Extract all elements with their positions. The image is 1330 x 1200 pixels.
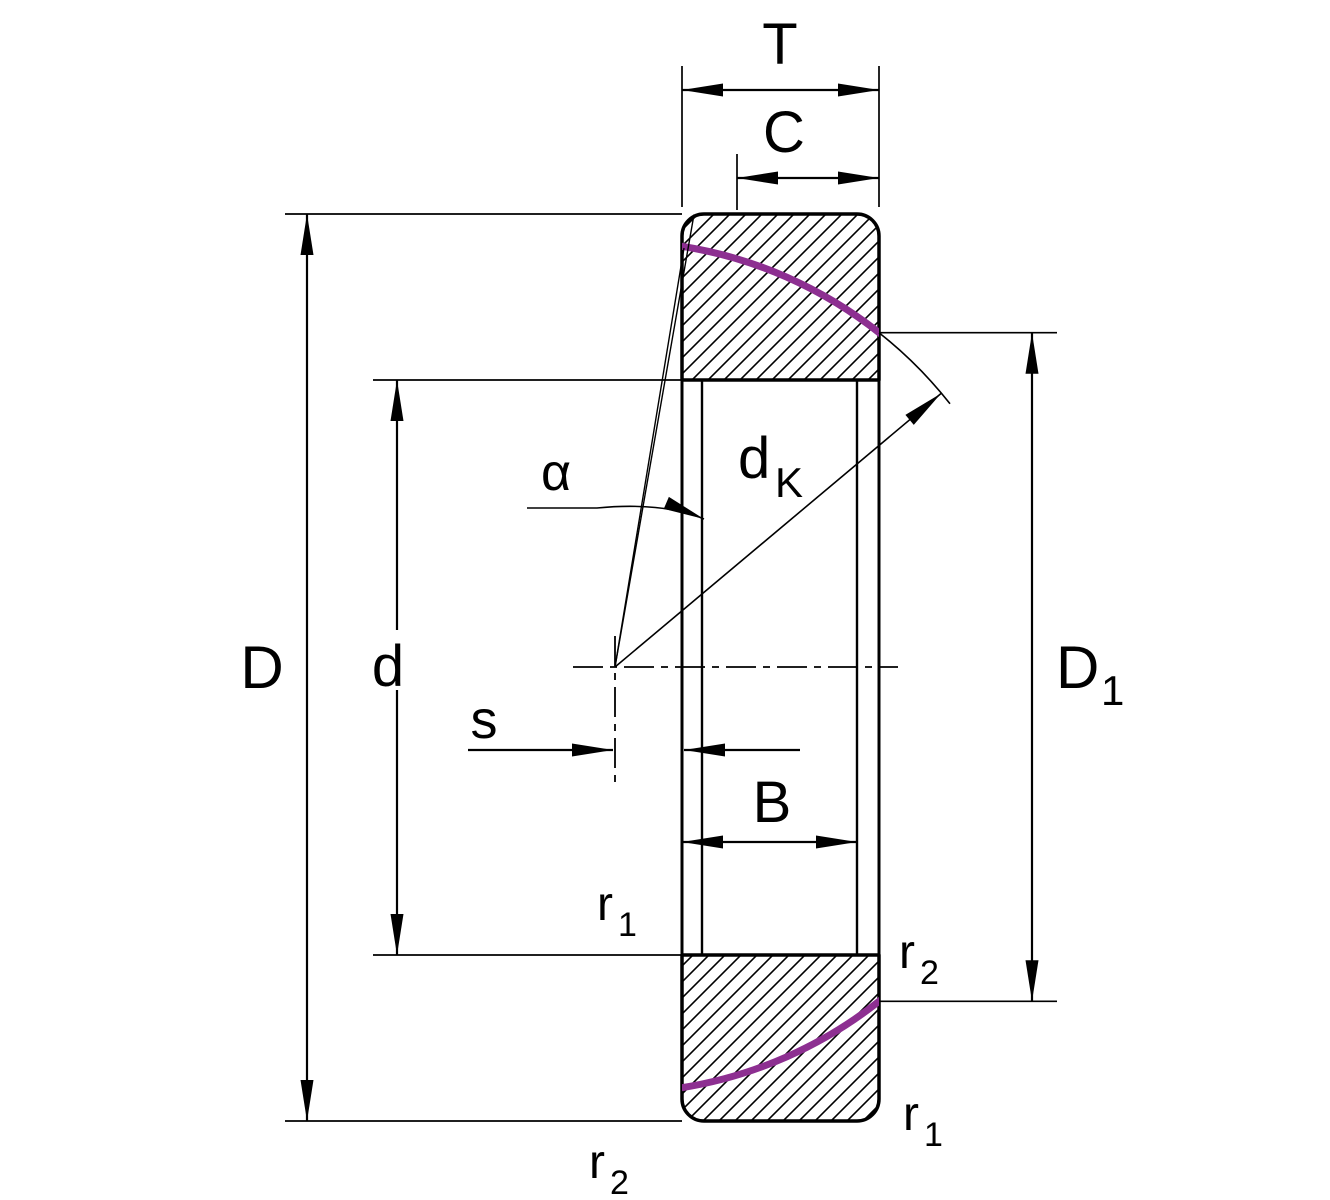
- label-backing-d: [362, 630, 414, 690]
- dim-label-r2-right-sub: 2: [920, 954, 939, 992]
- sliding-surface-upper: [682, 242, 879, 340]
- dim-arc-alpha: [527, 496, 705, 520]
- dim-label-dK-base: d: [738, 426, 770, 491]
- labels: T C D d d K α D 1 s B r 1 r 2 r 1 r 2: [240, 12, 1124, 1200]
- dim-label-r2-bottom-base: r: [589, 1136, 605, 1189]
- sliding-surface-lower: [682, 994, 879, 1092]
- centerlines: [573, 636, 898, 782]
- dim-label-C: C: [763, 100, 805, 165]
- dim-label-B: B: [753, 770, 792, 835]
- dim-label-r2-bottom-sub: 2: [610, 1164, 629, 1200]
- contact-line-2: [614, 214, 695, 668]
- dim-label-r2-right-base: r: [899, 926, 915, 979]
- dimensions: [285, 66, 1057, 1122]
- sphere-circle-continuation-arc: [878, 332, 951, 405]
- dim-label-D1-sub: 1: [1101, 667, 1124, 714]
- dim-label-T: T: [762, 12, 797, 77]
- dim-label-D1-base: D: [1056, 634, 1099, 701]
- dim-label-s: s: [471, 690, 498, 750]
- dim-label-r1-right-base: r: [903, 1088, 919, 1141]
- ring-section-lower: [680, 953, 881, 1123]
- dim-label-r1-right-sub: 1: [924, 1116, 943, 1154]
- dim-label-r1-left-base: r: [597, 878, 613, 931]
- ring-section-upper: [680, 212, 881, 382]
- dim-label-d: d: [372, 634, 404, 699]
- dim-line-dK: [614, 392, 942, 668]
- dim-label-r1-left-sub: 1: [618, 906, 637, 944]
- dim-label-dK-sub: K: [775, 459, 803, 506]
- dim-label-alpha: α: [541, 444, 571, 502]
- dim-label-D: D: [240, 634, 283, 701]
- bearing-section: [614, 212, 951, 1123]
